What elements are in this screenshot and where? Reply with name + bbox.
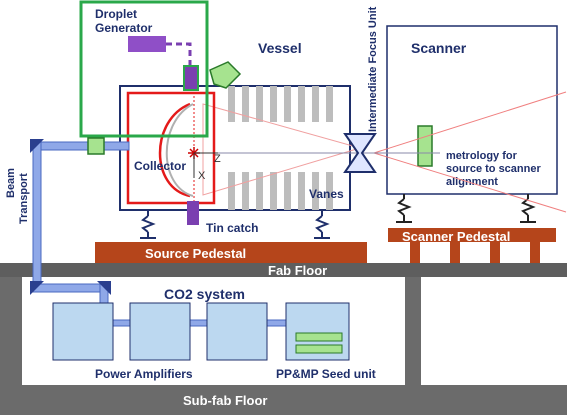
x-axis-label: X [198, 170, 206, 182]
vanes [228, 86, 333, 210]
source-pedestal [95, 242, 367, 263]
power-amplifiers-label: Power Amplifiers [95, 367, 193, 381]
vessel-mount-right [314, 210, 330, 239]
sub-fab-floor [0, 385, 567, 415]
beam-transport-label-line1: Beam [5, 168, 17, 198]
power-amplifier-2 [129, 302, 191, 361]
vessel-label: Vessel [258, 40, 302, 56]
z-axis-label: Z [214, 153, 221, 165]
scanner-mount-right [520, 194, 536, 223]
beam-transport-label-line2: Transport [18, 173, 30, 224]
collector-mirror-inner [165, 103, 194, 197]
droplet-generator-line [166, 42, 192, 66]
tin-catch-label: Tin catch [206, 221, 258, 235]
droplet-generator-box [79, 0, 209, 138]
collector-label: Collector [134, 159, 186, 173]
droplet-generator-module [128, 36, 166, 52]
metrology-label-line1: metrology for [446, 150, 518, 162]
intermediate-focus-unit [343, 133, 377, 173]
source-pedestal-label: Source Pedestal [145, 246, 246, 261]
scanner-pedestal-leg-3 [490, 242, 500, 263]
light-cone-exit-top [373, 91, 567, 154]
light-cone-source [202, 103, 362, 196]
tin-catch [187, 201, 199, 225]
scanner-mount-left [396, 194, 412, 223]
power-amplifier-3 [206, 302, 268, 361]
scanner-pedestal-leg-2 [450, 242, 460, 263]
scanner-pedestal [388, 228, 556, 242]
droplet-camera-icon [209, 61, 242, 89]
metrology-label-line2: source to scanner [446, 163, 541, 175]
droplet-generator-label-line1: Droplet [95, 7, 137, 21]
scanner-label: Scanner [411, 40, 467, 56]
fab-floor-label: Fab Floor [268, 263, 327, 278]
seed-unit-module-bottom [295, 344, 343, 354]
sub-fab-floor-label: Sub-fab Floor [183, 393, 268, 408]
beam-mirror-1 [30, 139, 44, 153]
metrology-sensor [417, 125, 433, 167]
seed-unit-module-top [295, 332, 343, 342]
vessel-mount-left [140, 210, 156, 239]
droplet-nozzle [183, 65, 199, 91]
beam-entry-window [87, 137, 105, 155]
co2-system-label: CO2 system [164, 286, 245, 302]
floor-support-left [0, 277, 22, 385]
beam-mirror-2 [30, 281, 44, 295]
seed-unit-label: PP&MP Seed unit [276, 367, 376, 381]
collector-mirror [158, 102, 191, 198]
floor-support-right [405, 277, 421, 385]
vanes-label: Vanes [309, 187, 344, 201]
beam-mirror-3 [97, 281, 111, 295]
scanner-pedestal-label: Scanner Pedestal [402, 229, 510, 244]
droplet-generator-label-line2: Generator [95, 21, 153, 35]
intermediate-focus-unit-label: Intermediate Focus Unit [367, 6, 379, 132]
beam-transport-path [32, 141, 130, 305]
light-cone-exit-bottom [373, 152, 567, 213]
scanner-pedestal-leg-4 [530, 242, 540, 263]
power-amplifier-1 [52, 302, 114, 361]
fab-floor [0, 263, 567, 277]
scanner-pedestal-leg-1 [410, 242, 420, 263]
